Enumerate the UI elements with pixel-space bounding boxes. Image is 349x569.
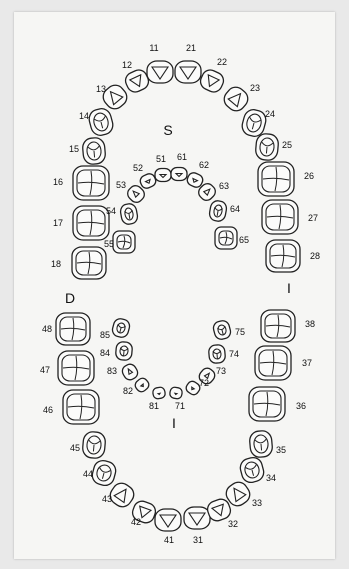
tooth-label-31: 31 xyxy=(193,535,203,545)
tooth-82[interactable] xyxy=(133,376,151,394)
tooth-83[interactable] xyxy=(120,362,140,382)
region-label-right: D xyxy=(65,290,75,306)
tooth-label-85: 85 xyxy=(100,330,110,340)
tooth-label-24: 24 xyxy=(265,109,275,119)
tooth-label-81: 81 xyxy=(149,401,159,411)
tooth-label-62: 62 xyxy=(199,160,209,170)
region-label-left: I xyxy=(287,280,291,296)
tooth-25[interactable] xyxy=(255,133,279,161)
tooth-11[interactable] xyxy=(147,61,173,83)
tooth-label-64: 64 xyxy=(230,204,240,214)
tooth-34[interactable] xyxy=(238,456,265,485)
tooth-label-28: 28 xyxy=(310,251,320,261)
tooth-21[interactable] xyxy=(175,61,201,83)
tooth-label-46: 46 xyxy=(43,405,53,415)
tooth-label-18: 18 xyxy=(51,259,61,269)
tooth-81[interactable] xyxy=(152,387,166,400)
tooth-label-54: 54 xyxy=(106,206,116,216)
tooth-label-75: 75 xyxy=(235,327,245,337)
tooth-23[interactable] xyxy=(221,84,252,115)
tooth-label-22: 22 xyxy=(217,57,227,67)
tooth-26[interactable] xyxy=(258,162,294,196)
tooth-16[interactable] xyxy=(73,166,109,200)
tooth-label-84: 84 xyxy=(100,348,110,358)
tooth-84[interactable] xyxy=(115,341,133,360)
tooth-label-13: 13 xyxy=(96,84,106,94)
tooth-label-42: 42 xyxy=(131,517,141,527)
tooth-label-52: 52 xyxy=(133,163,143,173)
tooth-label-45: 45 xyxy=(70,443,80,453)
tooth-55[interactable] xyxy=(113,231,135,253)
tooth-label-36: 36 xyxy=(296,401,306,411)
tooth-45[interactable] xyxy=(82,431,106,459)
tooth-44[interactable] xyxy=(90,459,117,488)
tooth-65[interactable] xyxy=(215,227,237,249)
tooth-31[interactable] xyxy=(184,507,210,529)
tooth-label-65: 65 xyxy=(239,235,249,245)
tooth-label-41: 41 xyxy=(164,535,174,545)
tooth-61[interactable] xyxy=(171,168,187,181)
tooth-17[interactable] xyxy=(73,206,109,240)
tooth-label-25: 25 xyxy=(282,140,292,150)
tooth-37[interactable] xyxy=(255,346,291,380)
tooth-label-14: 14 xyxy=(79,111,89,121)
tooth-48[interactable] xyxy=(56,313,90,345)
tooth-label-33: 33 xyxy=(252,498,262,508)
tooth-51[interactable] xyxy=(155,169,171,182)
tooth-label-11: 11 xyxy=(149,43,158,53)
tooth-label-63: 63 xyxy=(219,181,229,191)
tooth-36[interactable] xyxy=(249,387,285,421)
region-label-upper: S xyxy=(163,122,172,138)
tooth-label-82: 82 xyxy=(123,386,133,396)
tooth-label-73: 73 xyxy=(216,366,226,376)
tooth-label-51: 51 xyxy=(156,154,166,164)
tooth-85[interactable] xyxy=(111,317,131,339)
tooth-label-16: 16 xyxy=(53,177,63,187)
tooth-label-34: 34 xyxy=(266,473,276,483)
tooth-18[interactable] xyxy=(72,247,106,279)
tooth-38[interactable] xyxy=(261,310,295,342)
region-label-lower: I xyxy=(172,415,176,431)
tooth-35[interactable] xyxy=(249,430,273,458)
tooth-label-74: 74 xyxy=(229,349,239,359)
tooth-label-43: 43 xyxy=(102,494,112,504)
tooth-label-53: 53 xyxy=(116,180,126,190)
tooth-64[interactable] xyxy=(208,200,227,222)
tooth-label-32: 32 xyxy=(228,519,238,529)
tooth-41[interactable] xyxy=(155,509,181,531)
tooth-46[interactable] xyxy=(63,390,99,424)
tooth-label-55: 55 xyxy=(104,239,114,249)
dental-chart: 11 12 13 14 15 16 17 18 21 22 23 24 25 26 27 28 31 32 33 34… xyxy=(14,12,335,559)
tooth-label-72: 72 xyxy=(199,378,209,388)
tooth-label-61: 61 xyxy=(177,152,187,162)
tooth-label-83: 83 xyxy=(107,366,117,376)
tooth-label-17: 17 xyxy=(53,218,63,228)
labels-layer: 11 12 13 14 15 16 17 18 21 22 23 24 25 26 27 28 31 32 33 34… xyxy=(40,43,320,545)
tooth-15[interactable] xyxy=(82,137,106,165)
tooth-28[interactable] xyxy=(266,240,300,272)
tooth-75[interactable] xyxy=(212,319,232,341)
tooth-label-27: 27 xyxy=(308,213,318,223)
tooth-label-35: 35 xyxy=(276,445,286,455)
tooth-27[interactable] xyxy=(262,200,298,234)
tooth-label-44: 44 xyxy=(83,469,93,479)
tooth-71[interactable] xyxy=(169,387,183,400)
tooth-22[interactable] xyxy=(198,67,226,94)
tooth-14[interactable] xyxy=(87,107,115,138)
tooth-label-38: 38 xyxy=(305,319,315,329)
tooth-54[interactable] xyxy=(119,203,138,225)
tooth-label-37: 37 xyxy=(302,358,312,368)
tooth-47[interactable] xyxy=(58,351,94,385)
tooth-label-26: 26 xyxy=(304,171,314,181)
tooth-label-12: 12 xyxy=(122,60,132,70)
tooth-label-15: 15 xyxy=(69,144,79,154)
tooth-label-21: 21 xyxy=(186,43,196,53)
dental-chart-card: 11 12 13 14 15 16 17 18 21 22 23 24 25 26 27 28 31 32 33 34… xyxy=(14,12,335,559)
tooth-74[interactable] xyxy=(208,344,226,363)
tooth-label-23: 23 xyxy=(250,83,260,93)
tooth-label-48: 48 xyxy=(42,324,52,334)
teeth-layer xyxy=(56,61,300,531)
tooth-label-71: 71 xyxy=(175,401,185,411)
tooth-label-47: 47 xyxy=(40,365,50,375)
